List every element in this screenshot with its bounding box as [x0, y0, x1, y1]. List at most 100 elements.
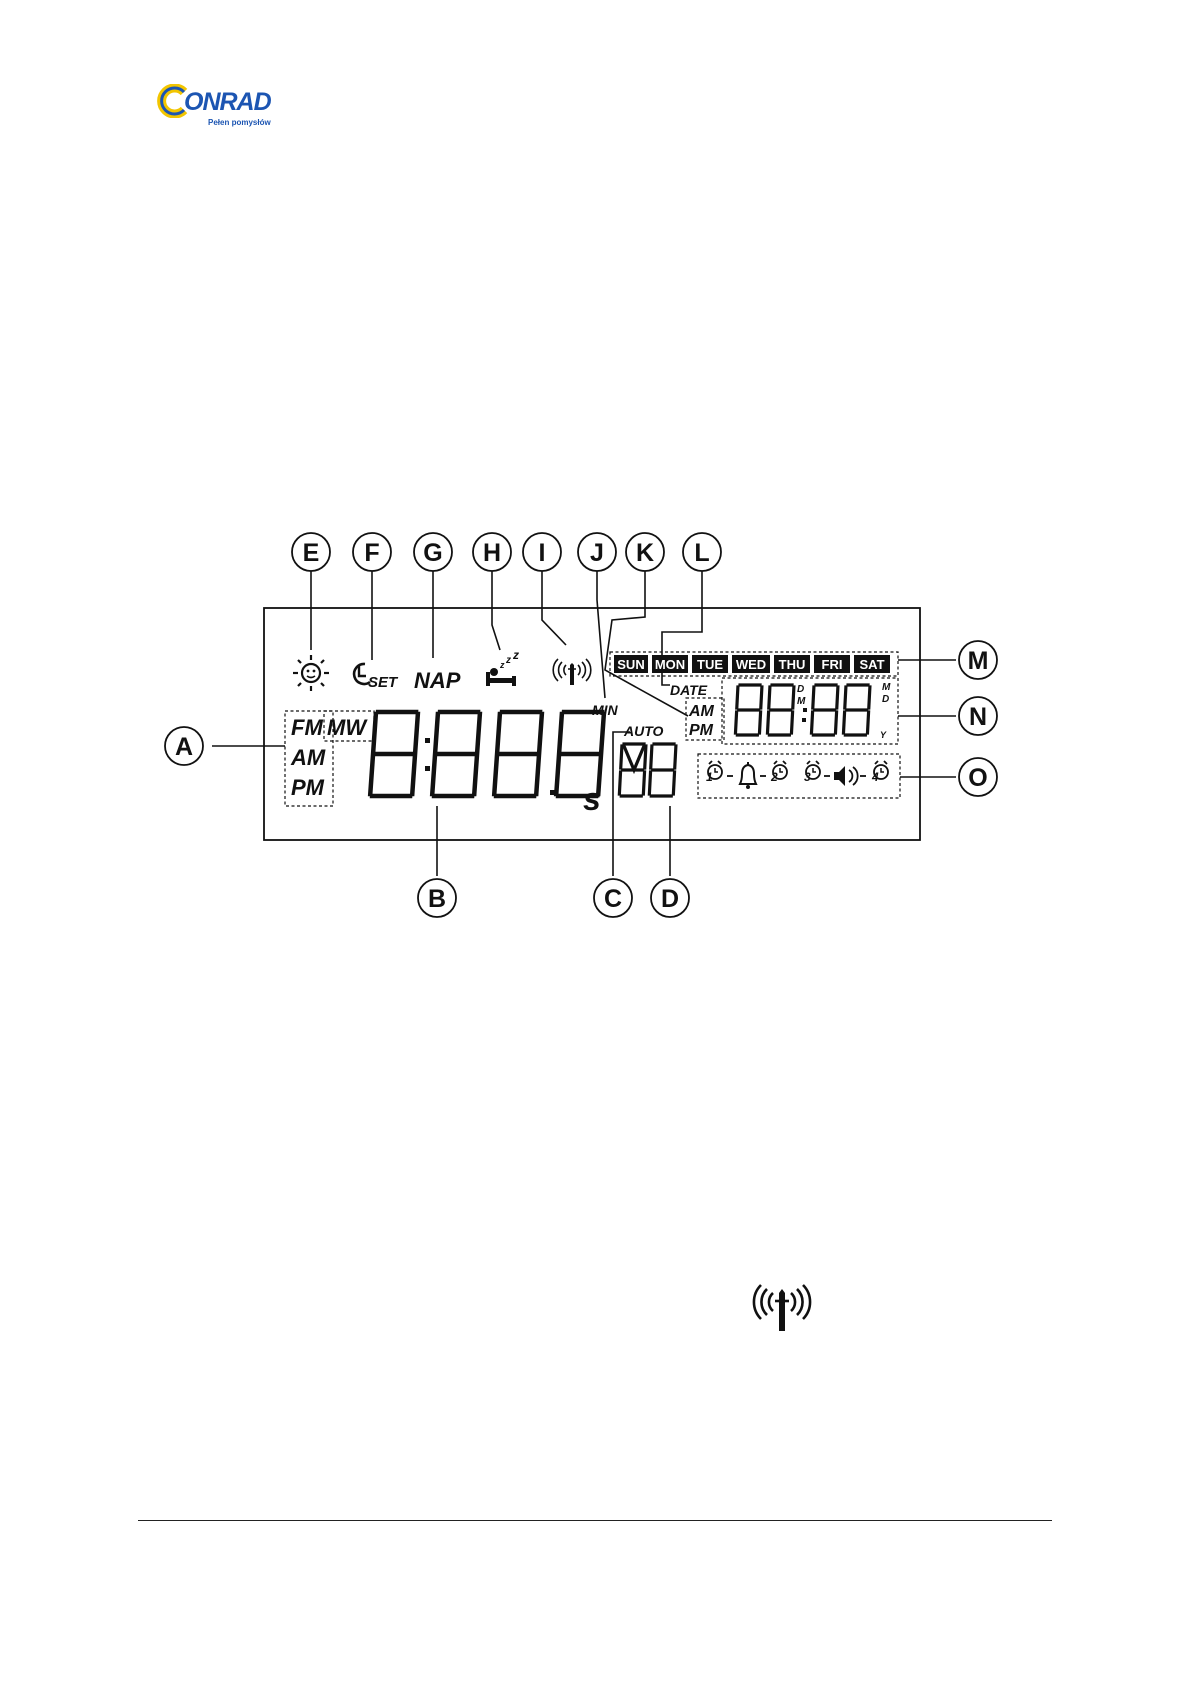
callout-label: L [694, 539, 709, 567]
ampm-right-am: AM [688, 703, 715, 720]
seconds-label: s [583, 781, 601, 817]
weekday-tue: TUE [692, 655, 728, 673]
lcd-digit [843, 685, 870, 735]
weekday-label: FRI [822, 657, 843, 672]
weekday-label: SAT [859, 657, 884, 672]
lcd-digit [811, 685, 838, 735]
callout-e: E [292, 533, 330, 571]
callout-label: K [636, 539, 654, 567]
clock-set-label: SET [368, 674, 399, 691]
callout-label: B [428, 885, 446, 913]
date-colon-dot [802, 718, 806, 722]
lcd-digit [370, 712, 418, 796]
lcd-digit [494, 712, 542, 796]
callout-label: M [968, 647, 989, 675]
weekday-sun: SUN [614, 655, 648, 673]
weekday-fri: FRI [814, 655, 850, 673]
weekday-label: SUN [617, 657, 644, 672]
ampm-right-pm: PM [689, 722, 714, 739]
date-colon-dot [803, 708, 807, 712]
weekday-sat: SAT [854, 655, 890, 673]
preset-digits [619, 744, 676, 796]
auto-label: AUTO [623, 723, 664, 739]
callout-c: C [594, 879, 632, 917]
callout-f: F [353, 533, 391, 571]
callout-label: E [303, 539, 320, 567]
weekday-bar: SUN MON TUE WED THU FRI SAT [614, 655, 890, 673]
date-m-small: M [797, 696, 806, 707]
weekday-thu: THU [774, 655, 810, 673]
colon-dot [425, 766, 430, 771]
nap-label: NAP [414, 668, 461, 693]
decimal-dot [550, 790, 555, 795]
callout-label: O [968, 764, 987, 792]
alarm-number: 2 [770, 770, 778, 784]
callout-j: J [578, 533, 616, 571]
alarm-row: 1 2 3 4 [706, 761, 888, 789]
callout-o: O [959, 758, 997, 796]
bell-icon [740, 762, 756, 789]
alarm-number: 3 [804, 770, 811, 784]
alarm-number: 4 [871, 770, 879, 784]
callout-label: D [661, 885, 679, 913]
callout-b: B [418, 879, 456, 917]
weekday-label: TUE [697, 657, 723, 672]
alarm-clock-icon: 1 [706, 761, 722, 784]
callout-d: D [651, 879, 689, 917]
callout-label: C [604, 885, 622, 913]
callout-label: F [364, 539, 379, 567]
weekday-mon: MON [652, 655, 688, 673]
radio-tower-icon [553, 659, 591, 685]
callout-a: A [165, 727, 203, 765]
radio-tower-icon [754, 1285, 810, 1331]
date-d-small: D [797, 684, 804, 695]
callout-i: I [523, 533, 561, 571]
callout-label: N [969, 703, 987, 731]
alarm-clock-icon: 3 [804, 761, 820, 784]
callout-label: I [539, 539, 546, 567]
sun-face-icon [293, 655, 329, 691]
date-d2-small: D [882, 694, 889, 705]
callout-label: H [483, 539, 501, 567]
alarm-clock-icon: 4 [871, 761, 888, 784]
min-label: MIN [592, 702, 619, 718]
callout-n: N [959, 697, 997, 735]
weekday-wed: WED [732, 655, 770, 673]
callout-h: H [473, 533, 511, 571]
weekday-label: THU [779, 657, 806, 672]
callout-m: M [959, 641, 997, 679]
band-fm: FM [291, 715, 323, 740]
lcd-digit [735, 685, 762, 735]
lcd-digit [432, 712, 480, 796]
segment-diagonal [624, 746, 644, 770]
callout-g: G [414, 533, 452, 571]
clock-set-icon: SET [354, 664, 399, 691]
band-mw: MW [327, 715, 368, 740]
main-digits [370, 712, 604, 796]
alarm-number: 1 [706, 770, 713, 784]
lcd-digit [649, 744, 676, 796]
callout-label: G [423, 539, 442, 567]
svg-text:z: z [512, 648, 519, 662]
band-pm: PM [291, 775, 325, 800]
footer-rule [138, 1520, 1052, 1521]
callout-label: J [590, 539, 604, 567]
date-m2-small: M [882, 682, 891, 693]
weekday-label: WED [736, 657, 766, 672]
lcd-digit [767, 685, 794, 735]
callout-label: A [175, 733, 193, 761]
svg-text:z: z [505, 655, 511, 666]
callout-k: K [626, 533, 664, 571]
speaker-icon [834, 766, 858, 786]
date-label: DATE [670, 682, 708, 698]
svg-text:z: z [499, 660, 505, 670]
alarm-clock-icon: 2 [770, 761, 787, 784]
callout-l: L [683, 533, 721, 571]
weekday-label: MON [655, 657, 685, 672]
date-y-small: Y [880, 730, 887, 740]
colon-dot [425, 738, 430, 743]
band-am: AM [290, 745, 326, 770]
sleep-bed-icon: z z z [486, 648, 519, 686]
